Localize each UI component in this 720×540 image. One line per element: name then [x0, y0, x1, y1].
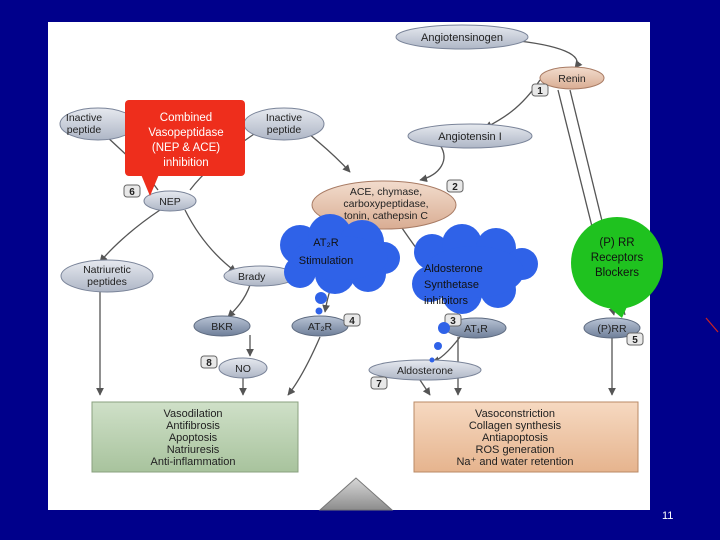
badge-2: 2	[446, 179, 464, 193]
effect-apoptosis: Apoptosis	[169, 432, 218, 444]
effect-na-water-retention: Na⁺ and water retention	[456, 456, 573, 468]
harmful-effects-box: Vasoconstriction Collagen synthesis Anti…	[413, 401, 639, 473]
effect-natriuresis: Natriuresis	[167, 444, 220, 456]
inactive-peptide-right-line1: Inactive	[266, 112, 302, 124]
aldosterone-synthetase-callout: Aldosterone Synthetase inhibitors	[412, 224, 538, 363]
svg-text:7: 7	[376, 379, 382, 390]
protective-effects-box: Vasodilation Antifibrosis Apoptosis Natr…	[91, 401, 299, 473]
effect-vasoconstriction: Vasoconstriction	[475, 408, 555, 420]
vasopeptidase-line2: Vasopeptidase	[148, 127, 223, 139]
effect-antifibrosis: Antifibrosis	[166, 420, 220, 432]
svg-text:5: 5	[632, 335, 638, 346]
angiotensinogen-node: Angiotensinogen	[395, 24, 529, 50]
angiotensin1-label: Angiotensin I	[438, 131, 502, 143]
effect-collagen-synthesis: Collagen synthesis	[469, 420, 562, 432]
aldosterone-synthetase-line2: Synthetase	[424, 279, 479, 291]
inactive-peptide-left-node: Inactive peptide	[59, 107, 137, 141]
vasopeptidase-line3: (NEP & ACE)	[152, 142, 220, 154]
vasopeptidase-line1: Combined	[160, 112, 212, 124]
at2r-stimulation-callout: AT₂R Stimulation	[280, 214, 400, 315]
vasopeptidase-inhibition-callout: Combined Vasopeptidase (NEP & ACE) inhib…	[125, 100, 245, 196]
at2r-stimulation-line1: AT₂R	[313, 237, 339, 249]
natriuretic-line2: peptides	[87, 276, 127, 288]
svg-text:6: 6	[129, 187, 135, 198]
inactive-peptide-right-line2: peptide	[267, 124, 302, 136]
prr-label: (P)RR	[597, 323, 627, 335]
aldosterone-synthetase-line3: inhibitors	[424, 295, 469, 307]
inactive-peptide-right-node: Inactive peptide	[243, 107, 325, 141]
ace-line3: tonin, cathepsin C	[344, 210, 428, 222]
inactive-peptide-left-line1: Inactive	[66, 112, 102, 124]
prr-blockers-line3: Blockers	[595, 267, 639, 279]
step-badges: 1 2 3 4 5 6 7 8	[123, 83, 644, 390]
angiotensin1-node: Angiotensin I	[407, 123, 533, 149]
aldosterone-node: Aldosterone	[368, 359, 482, 381]
bkr-receptor: BKR	[193, 315, 251, 337]
badge-5: 5	[626, 332, 644, 346]
prr-blockers-callout: (P) RR Receptors Blockers	[571, 217, 663, 318]
no-label: NO	[235, 363, 251, 375]
nep-label: NEP	[159, 196, 181, 208]
badge-1: 1	[531, 83, 549, 97]
inactive-peptide-left-line2: peptide	[67, 124, 102, 136]
svg-text:4: 4	[349, 316, 355, 327]
effect-antiapoptosis: Antiapoptosis	[482, 432, 549, 444]
nep-node: NEP	[143, 190, 197, 212]
renin-node: Renin	[539, 66, 605, 90]
badge-6: 6	[123, 184, 141, 198]
balance-fulcrum	[318, 477, 394, 511]
natriuretic-line1: Natriuretic	[83, 264, 131, 276]
at2r-receptor: AT₂R	[291, 315, 349, 337]
effect-ros-generation: ROS generation	[476, 444, 555, 456]
badge-8: 8	[200, 355, 218, 369]
natriuretic-peptides-node: Natriuretic peptides	[60, 259, 154, 293]
page-number: 11	[662, 510, 674, 522]
prr-blockers-line2: Receptors	[591, 252, 644, 264]
ace-line1: ACE, chymase,	[350, 186, 422, 198]
bkr-label: BKR	[211, 321, 233, 333]
badge-7: 7	[370, 376, 388, 390]
svg-text:2: 2	[452, 182, 458, 193]
angiotensinogen-label: Angiotensinogen	[421, 32, 503, 44]
svg-text:3: 3	[450, 316, 456, 327]
vasopeptidase-line4: inhibition	[163, 157, 208, 169]
effect-vasodilation: Vasodilation	[163, 408, 222, 420]
aldosterone-label: Aldosterone	[397, 365, 453, 377]
edge-mark	[705, 317, 719, 333]
prr-receptor: (P)RR	[583, 317, 641, 339]
ace-line2: carboxypeptidase,	[343, 198, 428, 210]
prr-blockers-line1: (P) RR	[599, 237, 634, 249]
badge-3: 3	[444, 313, 462, 327]
no-node: NO	[218, 357, 268, 379]
ace-enzymes-node: ACE, chymase, carboxypeptidase, tonin, c…	[311, 180, 457, 230]
at2r-label: AT₂R	[308, 321, 333, 333]
at2r-stimulation-line2: Stimulation	[299, 255, 353, 267]
at1r-label: AT₁R	[464, 323, 488, 335]
effect-anti-inflammation: Anti-inflammation	[151, 456, 236, 468]
aldosterone-synthetase-line1: Aldosterone	[424, 263, 483, 275]
badge-4: 4	[343, 313, 361, 327]
bradykinin-label: Brady	[238, 271, 266, 283]
svg-text:8: 8	[206, 358, 212, 369]
svg-text:1: 1	[537, 86, 543, 97]
renin-label: Renin	[558, 73, 586, 85]
bradykinin-node: Brady	[223, 265, 297, 287]
